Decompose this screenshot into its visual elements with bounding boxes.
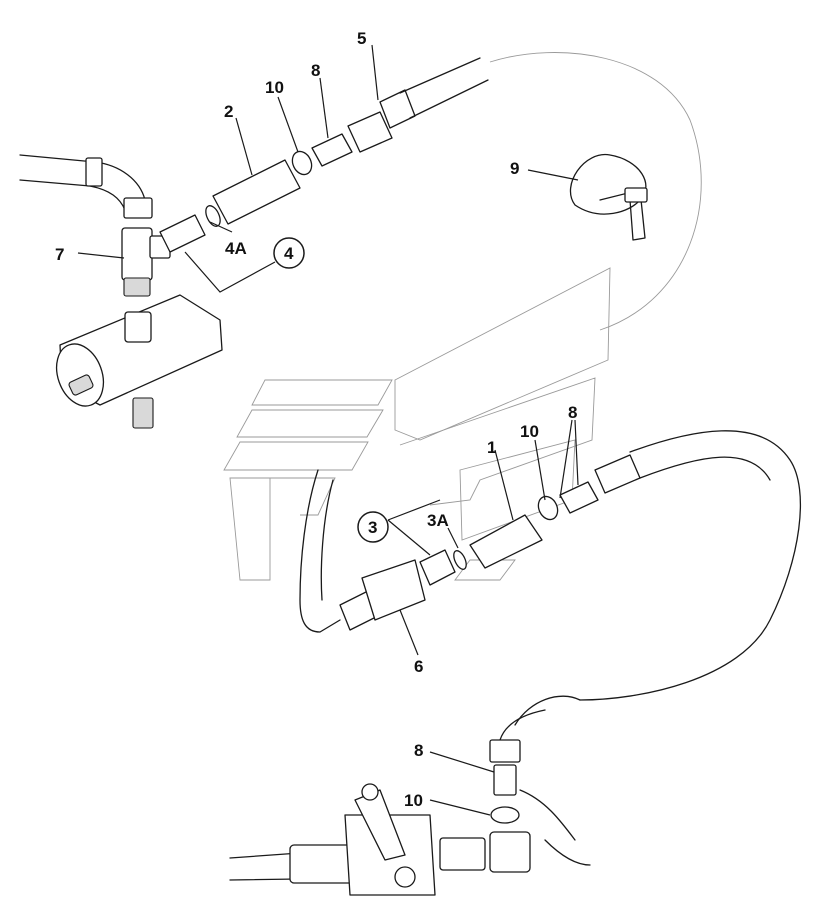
- tee-fitting: [121, 227, 171, 297]
- callout-10-bottom: 10: [404, 791, 423, 810]
- callout-3-circle: [357, 511, 389, 543]
- callout-4a: 4A: [225, 239, 247, 258]
- middle-adapter-assembly: [299, 430, 802, 701]
- callout-8-top: 8: [311, 61, 320, 80]
- machine-outline-ghost: [223, 52, 702, 581]
- callout-10-mid: 10: [520, 422, 539, 441]
- callout-8-mid: 8: [568, 403, 577, 422]
- callout-7: 7: [55, 245, 64, 264]
- callout-8-bottom: 8: [414, 741, 423, 760]
- callout-10-top: 10: [265, 78, 284, 97]
- callout-4-circle: [273, 237, 305, 269]
- callout-2: 2: [224, 102, 233, 121]
- callout-labels: 5 8 10 2 9 7 4A 4 8 10 1 3 3A 6 8 10: [55, 29, 577, 810]
- callout-6: 6: [414, 657, 423, 676]
- callout-3: 3: [368, 518, 377, 537]
- callout-9: 9: [510, 159, 519, 178]
- cable-tie: [569, 153, 648, 241]
- bottom-valve-assembly: [229, 695, 591, 896]
- leader-lines: [77, 44, 579, 816]
- upper-adapter-assembly: [159, 57, 489, 253]
- filter-housing: [55, 294, 223, 429]
- callout-1: 1: [487, 438, 496, 457]
- callout-4: 4: [284, 244, 294, 263]
- callout-3a: 3A: [427, 511, 449, 530]
- hose-upper-left: [19, 154, 153, 219]
- callout-5: 5: [357, 29, 366, 48]
